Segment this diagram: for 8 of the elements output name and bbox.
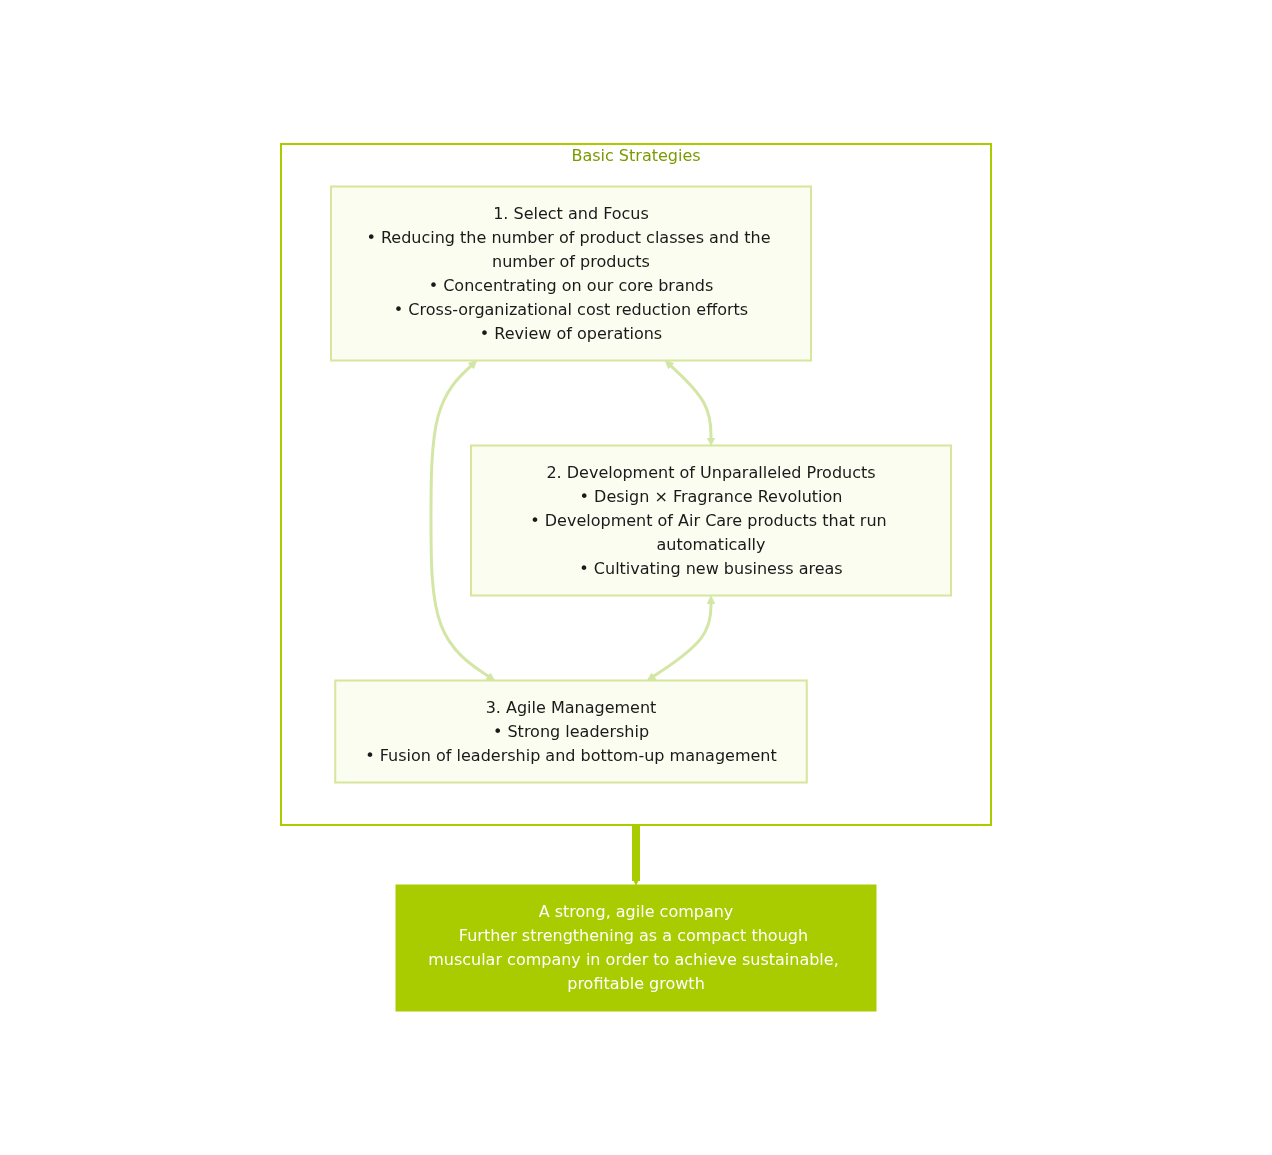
node-box: 2. Development of Unparalleled Products • Design × Fragrance Revolution • Development of Air Care products that run automatically • Cultivating new business areas xyxy=(470,444,952,597)
node-box: A strong, agile company Further strengthening as a compact though muscular company in order to achieve sustainable, profitable growth xyxy=(395,884,877,1012)
arrow xyxy=(429,360,496,681)
node-box: 3. Agile Management • Strong leadership • Fusion of leadership and bottom-up management xyxy=(334,679,808,784)
arrow xyxy=(664,360,716,446)
arrow xyxy=(646,595,716,681)
arrow xyxy=(631,825,641,886)
node-box: 1. Select and Focus • Reducing the number of product classes and the number of products • Concentrating on our core brands • Cross-organizational cost reduction efforts • Review of operations xyxy=(330,185,812,362)
